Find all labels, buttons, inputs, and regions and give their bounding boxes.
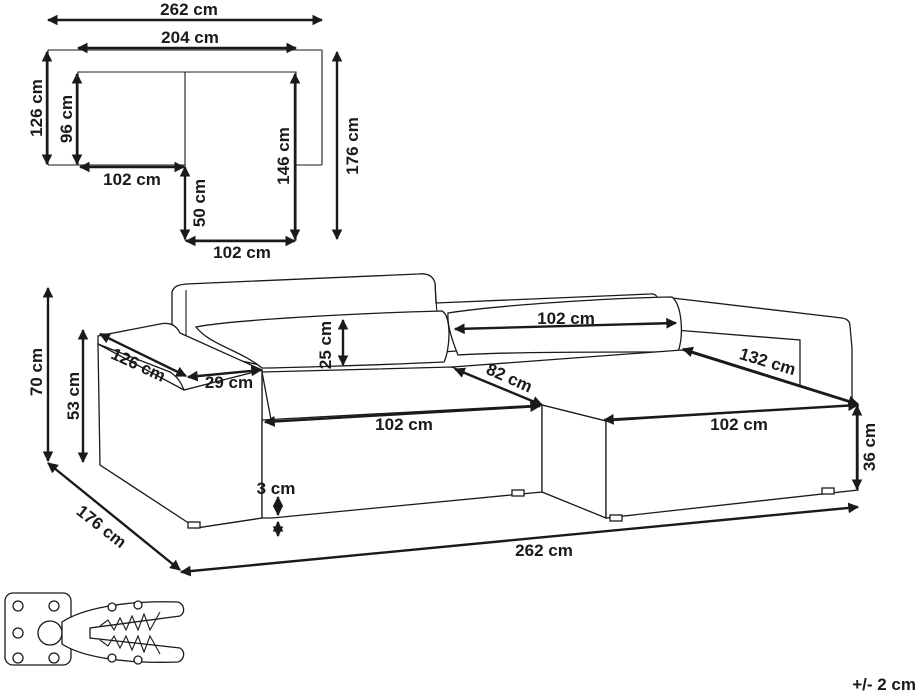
height-total-label: 70 cm: [27, 348, 46, 396]
back-cushion-width-arrow: [453, 317, 678, 335]
plan-width-sofa-label: 204 cm: [161, 28, 219, 47]
screw-icon: [107, 602, 117, 612]
screw-icon: [133, 600, 143, 610]
armrest-width-label: 29 cm: [205, 373, 253, 392]
plan-width-total-label: 262 cm: [160, 0, 218, 19]
seat-height-label: 36 cm: [860, 423, 879, 471]
connector-hub: [37, 620, 63, 646]
chaise-width-label: 102 cm: [710, 415, 768, 434]
plan-step-width-label: 102 cm: [103, 170, 161, 189]
depth-total-label: 176 cm: [73, 501, 130, 551]
foot-chaise-right: [821, 487, 835, 495]
foot-left-arm: [187, 521, 201, 529]
plan-depth-seat-label: 126 cm: [27, 79, 46, 137]
screw-icon: [12, 652, 24, 664]
seat-depth-arrow: [454, 367, 543, 407]
plan-depth-back-label: 96 cm: [57, 95, 76, 143]
connector-clip-illustration: [4, 592, 185, 666]
seat-width-label: 102 cm: [375, 415, 433, 434]
plan-step-depth-label: 50 cm: [190, 179, 209, 227]
cushion-height-label: 25 cm: [316, 321, 335, 369]
screw-icon: [48, 600, 60, 612]
plan-view: 262 cm 204 cm 126 cm 96 cm 102 cm 50 cm …: [27, 0, 362, 262]
width-total-arrow: [179, 502, 860, 577]
connector-hook: [61, 601, 185, 663]
screw-icon: [133, 655, 143, 665]
foot-seat: [511, 489, 525, 497]
plan-depth-total-label: 176 cm: [343, 117, 362, 175]
chaise-width-arrow: [602, 400, 860, 425]
depth-total-arrow: [47, 462, 181, 571]
back-cushion-left: [194, 310, 450, 369]
plan-chaise-width-label: 102 cm: [213, 243, 271, 262]
sofa-drawing: [97, 273, 859, 529]
screw-icon: [48, 652, 60, 664]
armrest-depth-arrow: [99, 332, 187, 378]
armrest-width-arrow: [186, 365, 263, 382]
plan-depth-chaise-inner-label: 146 cm: [274, 127, 293, 185]
foot-chaise: [609, 514, 623, 522]
screw-icon: [12, 627, 24, 639]
seat-width-arrow: [263, 401, 542, 427]
plan-outline: [77, 71, 297, 241]
back-cushion-width-label: 102 cm: [537, 309, 595, 328]
leg-height-label: 3 cm: [257, 479, 296, 498]
height-arm-label: 53 cm: [64, 372, 83, 420]
width-total-label: 262 cm: [515, 541, 573, 560]
screw-icon: [12, 600, 24, 612]
screw-icon: [107, 653, 117, 663]
chaise-depth-arrow: [681, 346, 860, 407]
tolerance-note: +/- 2 cm: [852, 675, 916, 694]
chaise-side: [541, 404, 607, 519]
connector-teeth: [99, 611, 161, 655]
